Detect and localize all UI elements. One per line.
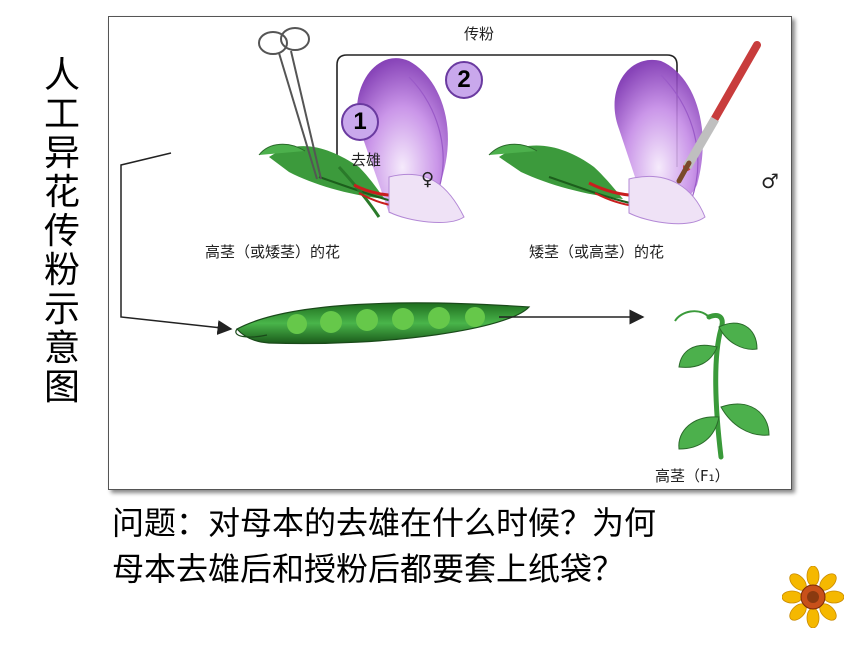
- flow-to-pod: [120, 152, 233, 335]
- female-symbol: ♀: [421, 169, 435, 190]
- right-flower: [488, 59, 706, 225]
- pea-pod: [235, 302, 531, 345]
- side-title-char: 异: [43, 133, 80, 174]
- side-title-char: 工: [43, 94, 80, 135]
- male-symbol: ♂: [761, 169, 779, 193]
- step-2-badge: 2: [445, 61, 483, 99]
- pollination-diagram: 传粉 2 1 去雄 ♀ ♂ 高茎（或矮茎）的花 矮茎（或高茎）的花 高茎（F₁）: [108, 16, 792, 490]
- right-flower-caption: 矮茎（或高茎）的花: [529, 243, 665, 261]
- left-flower: [258, 58, 465, 223]
- side-title-char: 花: [43, 172, 80, 213]
- side-title-char: 人: [43, 55, 80, 96]
- step-1-badge: 1: [341, 103, 379, 141]
- diagram-drawing: [120, 27, 770, 460]
- side-title-char: 意: [43, 328, 80, 369]
- pollination-label: 传粉: [464, 25, 495, 43]
- side-title-char: 图: [43, 367, 80, 408]
- sunflower-icon: [782, 566, 844, 628]
- offspring-label: 高茎（F₁）: [655, 467, 730, 485]
- question-line-1: 问题：对母本的去雄在什么时候？为何: [112, 504, 657, 542]
- brush-icon: [676, 41, 761, 184]
- left-flower-caption: 高茎（或矮茎）的花: [205, 243, 341, 261]
- scissors-icon: [258, 27, 322, 180]
- side-title: 人 工 异 花 传 粉 示 意 图: [40, 56, 84, 407]
- side-title-char: 传: [43, 211, 80, 252]
- f1-plant: [674, 310, 770, 460]
- pollination-path: [329, 54, 678, 187]
- question-line-2: 母本去雄后和授粉后都要套上纸袋？: [112, 550, 625, 588]
- side-title-char: 粉: [43, 250, 80, 291]
- emasculation-label: 去雄: [351, 151, 382, 169]
- side-title-char: 示: [43, 289, 80, 330]
- question-text: 问题：对母本的去雄在什么时候？为何 母本去雄后和授粉后都要套上纸袋？: [112, 500, 812, 592]
